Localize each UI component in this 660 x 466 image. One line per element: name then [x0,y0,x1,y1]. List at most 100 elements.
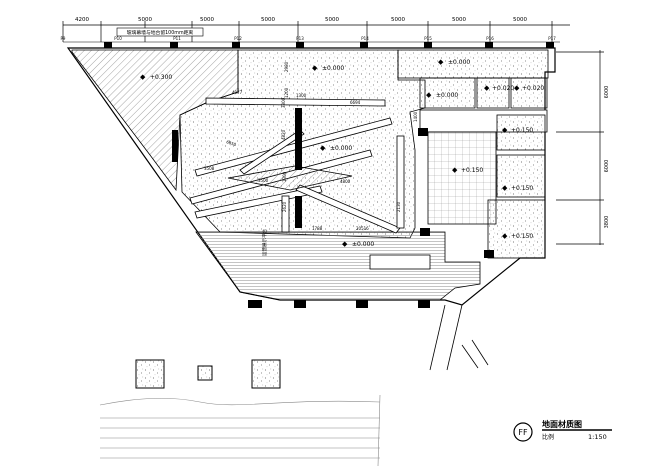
dim-top-6: 5000 [391,17,405,23]
column [420,228,430,236]
column [170,42,178,48]
column [484,250,494,258]
walkway-1 [205,97,386,107]
inner-dim: 4800 [340,179,351,184]
level-value: ±0.000 [352,241,374,248]
level-value: ±0.000 [436,92,458,99]
inner-dim: 2620 [282,201,287,212]
level-value: +0.300 [150,74,172,81]
axis-label-p11: P11 [173,36,181,41]
dim-right-3: 3800 [604,216,610,229]
inner-dim: 3508 [204,166,215,171]
inner-dim: 1400 [413,111,418,122]
entrance-line [446,304,463,371]
symbol-square-3 [251,359,281,389]
level-mark: ◆ [502,126,508,134]
scale-value: 1:150 [588,433,607,441]
column [104,42,112,48]
level-value: +0.150 [511,233,533,240]
axis-label-p16: P16 [486,36,494,41]
room-grid-tile [427,131,497,225]
landscape-contours [99,394,381,466]
column [485,42,493,48]
entrance-line [429,304,446,371]
symbol-square-1 [135,359,165,389]
room-small-a [419,77,476,109]
partition-3 [281,195,290,233]
level-value: +0.020 [492,85,514,92]
inner-dim: 2130 [396,201,401,212]
room-small-c [510,77,548,109]
axis-label-p14: P14 [361,36,369,41]
dim-right-2: 6000 [604,160,610,173]
axis-label-p10: P10 [114,36,122,41]
column [424,42,432,48]
level-mark: ◆ [502,232,508,240]
dim-top-5: 5000 [325,17,339,23]
level-mark: ◆ [452,166,458,174]
inner-dim: 3300 [281,97,286,108]
inner-dim: 1788 [312,226,323,231]
column [418,128,428,136]
legend-symbols [135,359,281,389]
column [418,300,430,308]
level-mark: ◆ [514,84,520,92]
inner-dim: 4077 [232,90,243,95]
room-right-lower1 [496,154,546,198]
drawing-title: 地面材质图 [542,419,582,429]
top-dimension-chain: 4200 5000 5000 5000 5000 5000 5000 5000 … [61,17,570,43]
axis-label-p15: P15 [424,36,432,41]
column [296,42,304,48]
walkway-4 [194,185,323,219]
dim-top-7: 5000 [452,17,466,23]
column [295,108,302,170]
scale-label: 比例 [542,433,554,441]
level-marks: ◆ +0.300 ◆ ±0.000 ◆ ±0.000 ◆ ±0.000 ◆ +0… [140,58,544,248]
column [546,42,554,48]
level-value: ±0.000 [322,65,344,72]
dim-top-1: 4200 [75,17,89,23]
level-mark: ◆ [320,144,326,152]
axis-label-p13: P13 [296,36,304,41]
building-plan [66,42,556,371]
dim-right-1: 6000 [604,86,610,99]
axis-label-p9: P9 [61,36,66,41]
walkway-6 [239,129,305,175]
level-mark: ◆ [342,240,348,248]
inner-dim: 1200 [284,87,289,98]
dim-top-2: 5000 [138,17,152,23]
level-mark: ◆ [502,184,508,192]
inner-dim: 20516 [356,226,369,231]
level-value: +0.020 [522,85,544,92]
column [360,42,368,48]
glass-note-box [116,27,204,37]
dim-top-3: 5000 [200,17,214,23]
inner-dim: 3500 [258,178,269,183]
walkway-2 [194,117,393,177]
dim-top-4: 5000 [261,17,275,23]
dim-top-8: 5000 [513,17,527,23]
room-right-lower2 [487,199,546,259]
inner-dim: 1300 [296,93,307,98]
room-mid-right [496,114,546,151]
right-dimension-chain: 6000 6000 3800 [556,50,610,245]
glass-note: 玻璃幕墙与地台留100mm距离 [127,29,194,36]
entrance-line [461,344,479,369]
room-top-right [397,49,549,79]
central-feature-diamond [227,165,353,191]
inner-dim: 1300 [282,171,287,182]
entrance-line [471,339,489,366]
room-small-b [476,77,510,109]
column [232,42,240,48]
title-block: FF 地面材质图 比例 1:150 [513,419,612,442]
axis-label-p17: P17 [548,36,556,41]
level-mark: ◆ [484,84,490,92]
vertical-note: 运营展示平台 [261,229,268,256]
lower-lined-zone [195,231,481,301]
inner-dimensions: 4077 1300 6694 2980 1200 4820 6850 3508 … [204,61,418,256]
partition-1 [396,135,405,229]
level-value: +0.150 [461,167,483,174]
level-mark: ◆ [312,64,318,72]
level-value: +0.150 [511,127,533,134]
partition-2 [369,254,431,270]
